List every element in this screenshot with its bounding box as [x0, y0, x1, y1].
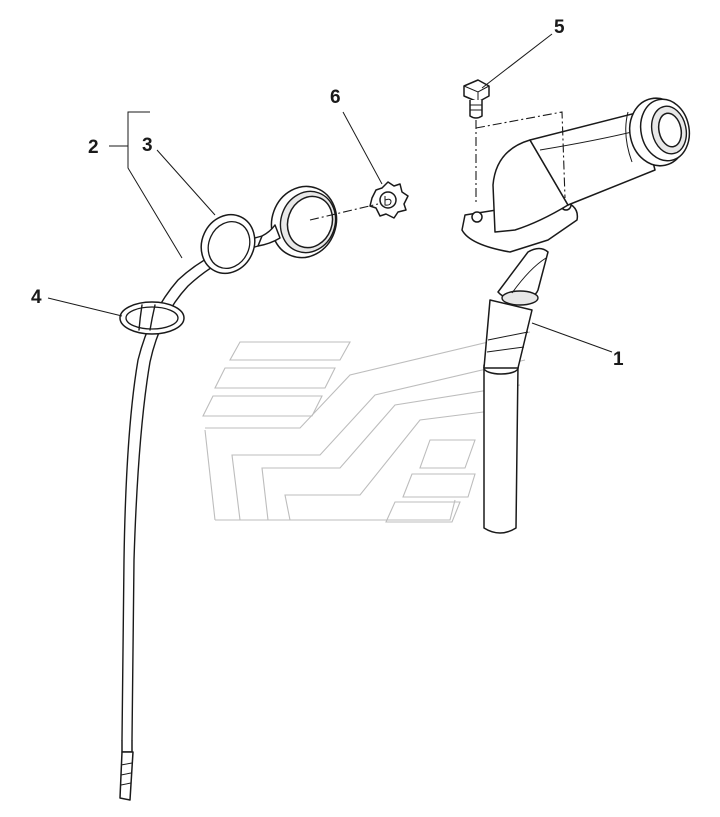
o-ring-cap [200, 213, 256, 275]
o-ring-rod [119, 301, 185, 335]
oil-filler-tube [461, 97, 691, 534]
callout-2-label: 2 [88, 137, 99, 158]
callout-6-label: 6 [330, 87, 341, 108]
dipstick [119, 185, 338, 801]
callout-3-label: 3 [142, 135, 153, 156]
lock-washer [369, 181, 409, 219]
watermark-logo [202, 331, 531, 523]
leader-lines [47, 33, 613, 353]
callout-4-label: 4 [31, 287, 42, 308]
callout-5-label: 5 [554, 17, 565, 38]
callout-1-label: 1 [613, 349, 624, 370]
bolt [463, 79, 490, 119]
cap-washer-centerline [309, 203, 379, 221]
bolt-centerline [475, 111, 566, 205]
